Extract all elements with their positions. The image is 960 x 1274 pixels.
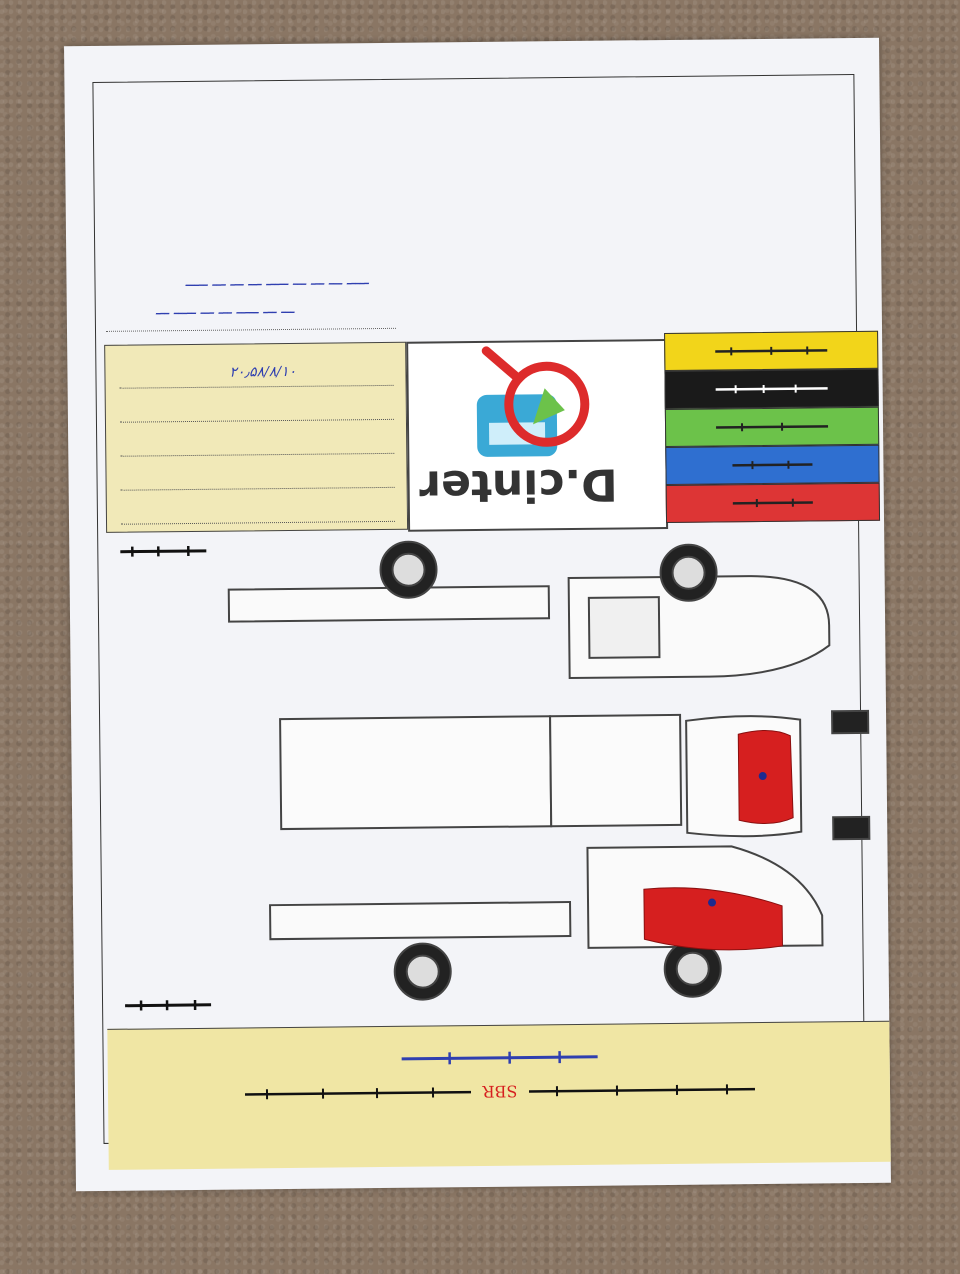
color-legend <box>664 330 881 525</box>
damage-dot-hood <box>758 772 767 781</box>
banner-text-right-glyph <box>244 1087 471 1100</box>
handwritten-note-line-2: ـــ ـــ ـــــ ـــ ـــ ـــــ ـــ <box>155 298 295 319</box>
legend-red <box>665 482 881 524</box>
info-row-1: ۲۰٫۵۸/۸/۱۰ <box>119 360 394 389</box>
banner-code: SBR <box>482 1082 518 1102</box>
info-row-5 <box>120 496 396 525</box>
handwritten-note-line-1: ـــــ ـــ ـــ ـــ ـــــ ـــ ـــ ـــ ــــ… <box>185 270 369 291</box>
legend-black-label-glyph <box>715 384 828 394</box>
legend-yellow-label-glyph <box>715 346 828 356</box>
logo-box: D.cinter <box>406 339 669 532</box>
info-row-4 <box>120 462 395 491</box>
legend-black <box>664 368 879 410</box>
legend-blue <box>665 444 880 486</box>
legend-red-label-glyph <box>732 498 813 508</box>
legend-green-label-glyph <box>716 422 829 432</box>
banner-text-left-glyph <box>529 1084 756 1097</box>
view-label-right-side <box>118 540 208 559</box>
legend-green <box>664 406 880 448</box>
vehicle-damage-diagram <box>227 540 871 1001</box>
banner-title <box>400 1046 600 1067</box>
header-printed-line <box>105 325 397 332</box>
form-frame: ـــــ ـــ ـــ ـــ ـــــ ـــ ـــ ـــ ــــ… <box>92 74 891 1170</box>
info-row-2 <box>119 394 394 423</box>
info-row-3 <box>120 428 395 457</box>
view-label-left-side <box>123 994 213 1013</box>
side-view-top <box>227 540 831 680</box>
damage-dot-front-side <box>708 898 717 907</box>
banner-code-line: SBR <box>170 1076 830 1107</box>
legend-yellow <box>664 330 879 372</box>
legend-blue-label-glyph <box>732 460 813 470</box>
logo-group: D.cinter <box>408 341 666 530</box>
banner-title-glyph <box>401 1051 598 1065</box>
damage-area-front-side <box>643 887 783 951</box>
inspection-form-sheet: ـــــ ـــ ـــ ـــ ـــــ ـــ ـــ ـــ ــــ… <box>64 37 891 1192</box>
brand-logo-icon <box>476 346 590 457</box>
vehicle-info-box: ۲۰٫۵۸/۸/۱۰ <box>104 341 409 533</box>
banner-content: SBR <box>107 1022 890 1170</box>
handwritten-serial: ۲۰٫۵۸/۸/۱۰ <box>229 363 297 381</box>
bottom-banner: SBR <box>107 1020 891 1170</box>
